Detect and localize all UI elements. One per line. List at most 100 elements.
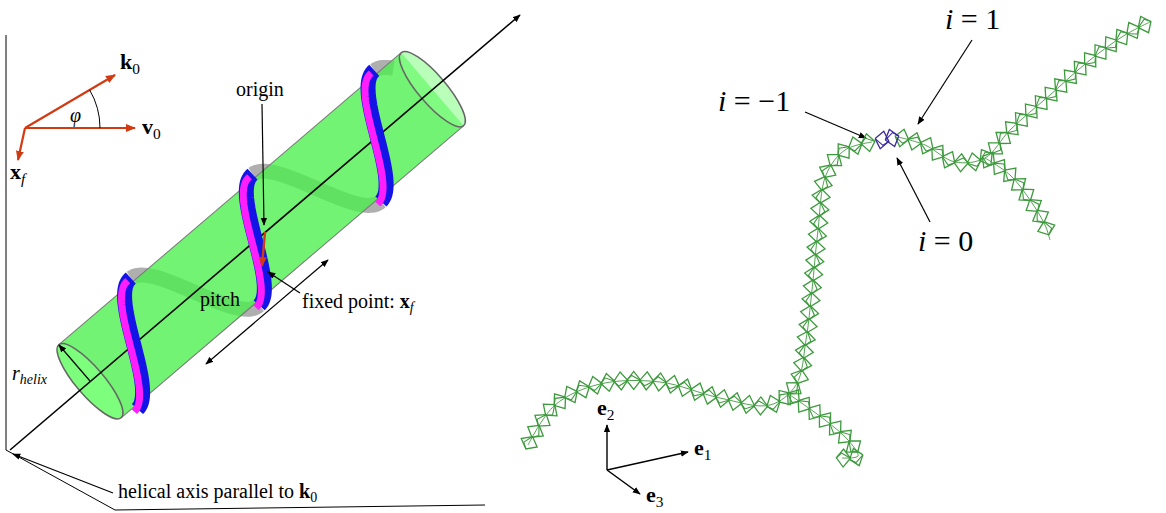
cylinder [48, 44, 474, 427]
chain-unit [521, 437, 537, 449]
chain-unit [954, 158, 968, 163]
label-part: e [646, 482, 656, 507]
chain-unit [1044, 222, 1052, 235]
chain-unit [805, 267, 823, 281]
label-part: = 0 [926, 224, 973, 257]
chain-unit [1007, 123, 1017, 133]
chain-unit [967, 153, 981, 171]
chain-unit [614, 372, 628, 390]
chain-unit [691, 383, 704, 400]
chain-unit [994, 163, 1006, 171]
helix-ribbon [365, 73, 383, 204]
label-part: = −1 [726, 84, 790, 117]
chain-unit [809, 408, 820, 417]
label-part: 3 [656, 493, 664, 510]
figure-label: pitch [200, 288, 240, 310]
chain-unit [601, 378, 615, 384]
chain-unit [653, 377, 667, 383]
chain-unit [1127, 23, 1139, 39]
chain-unit [875, 131, 889, 149]
chain-unit [627, 371, 641, 389]
chain-unit [849, 137, 862, 154]
chain-unit [849, 144, 862, 151]
chain-unit [807, 241, 825, 255]
chain-unit [819, 202, 824, 216]
label-part: = 1 [953, 2, 1000, 35]
chain-unit [996, 132, 1010, 143]
chain-unit [812, 280, 817, 294]
figure-label: e1 [694, 436, 711, 464]
chain-unit [809, 306, 815, 320]
label-part: 1 [704, 446, 712, 463]
chain-unit [703, 387, 716, 404]
chain-unit [678, 379, 691, 396]
chain-backbone [790, 395, 858, 458]
chain-unit [908, 133, 921, 150]
chain-unit [524, 437, 533, 449]
label-part: x [400, 290, 410, 312]
chain-unit [741, 396, 755, 414]
chain-unit [554, 397, 565, 405]
chain-unit [1138, 19, 1151, 27]
chain-unit [801, 306, 819, 320]
chain-unit [798, 397, 809, 412]
chain-unit [954, 154, 968, 172]
chain-unit [994, 160, 1006, 175]
chain-unit [546, 405, 555, 416]
chain-unit [1026, 200, 1041, 212]
chain-unit [728, 393, 742, 410]
chain-unit [809, 405, 820, 420]
chain-unit [741, 403, 755, 409]
chain-unit [797, 332, 815, 346]
chain-unit [811, 241, 817, 255]
chain-unit [1014, 179, 1024, 190]
label-part: 0 [132, 60, 140, 77]
chain-unit [795, 344, 813, 358]
chain-unit [1038, 222, 1055, 235]
chain-unit [601, 374, 615, 392]
label-part: f [410, 300, 414, 315]
figure-label: φ [70, 104, 81, 126]
chain-unit [614, 380, 628, 386]
chain-unit [1022, 189, 1030, 200]
figure-label: helical axis parallel to k0 [118, 480, 317, 506]
chain-unit [1075, 63, 1086, 73]
chain-unit [1019, 189, 1034, 200]
chain-unit [811, 202, 829, 216]
label-part: fixed point: [302, 290, 400, 312]
figure-label: origin [236, 78, 284, 100]
chain-unit [1105, 37, 1116, 52]
chain-unit [999, 132, 1007, 143]
chain-unit [820, 165, 836, 178]
chain-unit [988, 143, 1002, 154]
label-part: helix [20, 372, 47, 387]
label-part: 0 [153, 125, 161, 142]
chain-unit [875, 139, 889, 146]
chain-unit [805, 332, 811, 346]
chain-unit [1095, 45, 1106, 59]
leader-lines [13, 40, 972, 493]
chain-unit [932, 145, 943, 160]
chain-unit [830, 421, 841, 435]
chain-unit [627, 375, 641, 380]
label-part: φ [70, 104, 81, 126]
chain-unit [716, 390, 730, 408]
chain-unit [1030, 200, 1039, 212]
chain-unit [1116, 32, 1128, 41]
chain-unit [666, 383, 680, 389]
chain-unit [1046, 89, 1057, 98]
chain-unit [850, 455, 863, 463]
chain-unit [838, 147, 849, 155]
figure-label: i = −1 [718, 84, 790, 117]
label-part: 0 [310, 490, 317, 505]
chain-unit [565, 391, 577, 400]
chain-unit [822, 177, 828, 191]
chain-unit [1105, 40, 1116, 48]
chain-unit [798, 401, 809, 409]
figure-label: e2 [597, 396, 614, 424]
chain-unit [588, 383, 602, 390]
angle-arc [90, 90, 100, 128]
chain-unit [565, 387, 577, 403]
label-part: v [142, 114, 153, 139]
